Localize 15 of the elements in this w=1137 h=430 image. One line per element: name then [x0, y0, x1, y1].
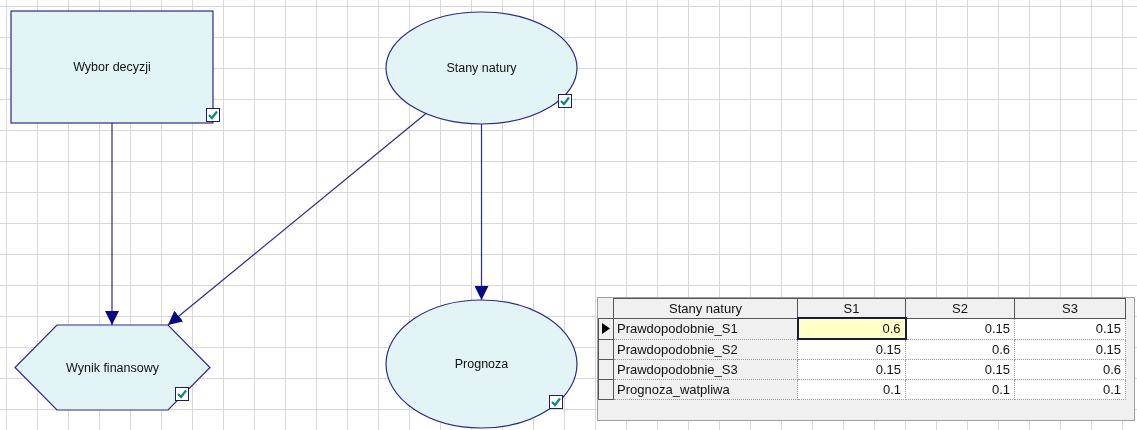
node-label: Wybor decyzji: [73, 60, 151, 74]
arrow: [167, 112, 427, 326]
value-cell: 0.6: [905, 339, 1015, 360]
node-label: Stany natury: [446, 61, 517, 75]
value-cell: 0.6: [797, 318, 906, 339]
column-header: S1: [797, 298, 906, 318]
arrow: [474, 123, 489, 301]
column-header: S3: [1014, 298, 1126, 318]
arrow: [105, 122, 119, 326]
value-cell: 0.15: [1014, 339, 1126, 360]
node-label: Prognoza: [454, 357, 509, 371]
column-header: S2: [905, 298, 1015, 318]
row-label: Prawdopodobnie_S2: [613, 339, 798, 360]
node-label: Wynik finansowy: [66, 360, 159, 375]
column-header: Stany natury: [613, 298, 798, 318]
